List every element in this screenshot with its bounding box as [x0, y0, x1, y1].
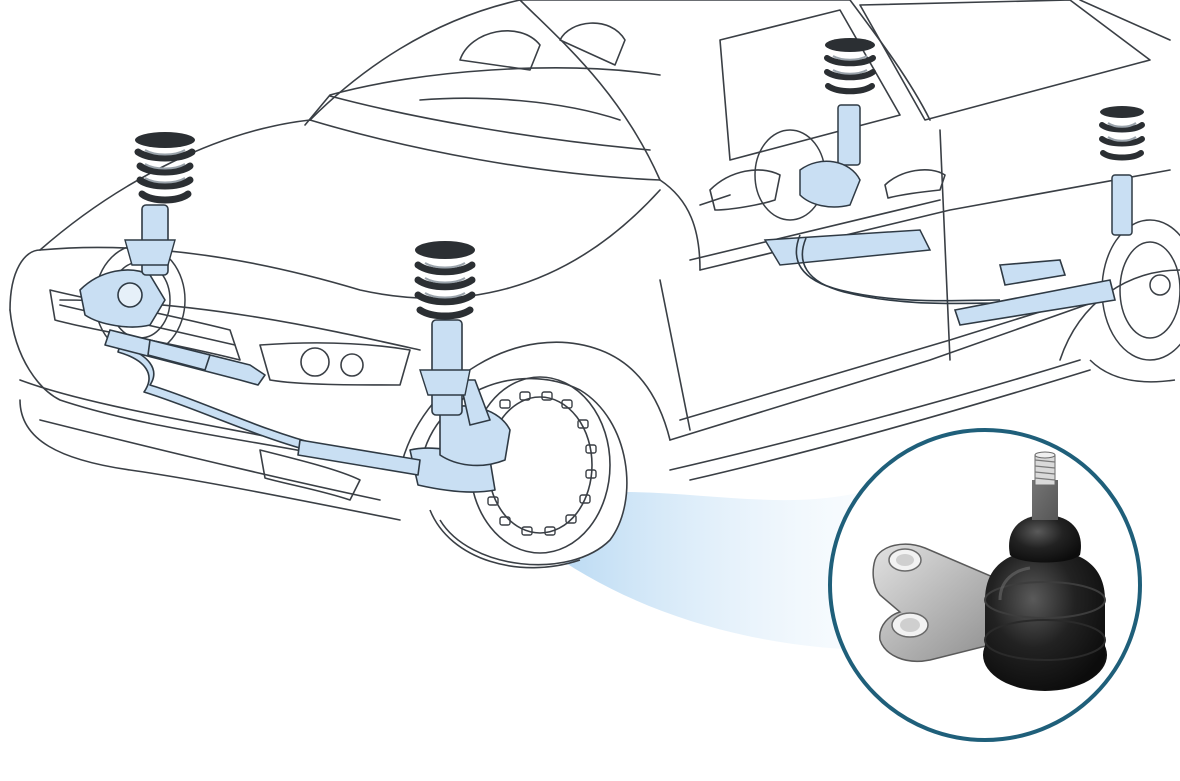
rear-right-strut — [1099, 106, 1145, 236]
front-right-strut — [414, 241, 476, 416]
front-left-strut — [124, 132, 196, 276]
ball-joint-icon — [872, 451, 1107, 691]
rear-left-strut — [763, 38, 932, 266]
car-outline — [9, 0, 1180, 521]
front-suspension-linkage — [79, 269, 511, 493]
rear-suspension-linkage — [795, 234, 1116, 326]
